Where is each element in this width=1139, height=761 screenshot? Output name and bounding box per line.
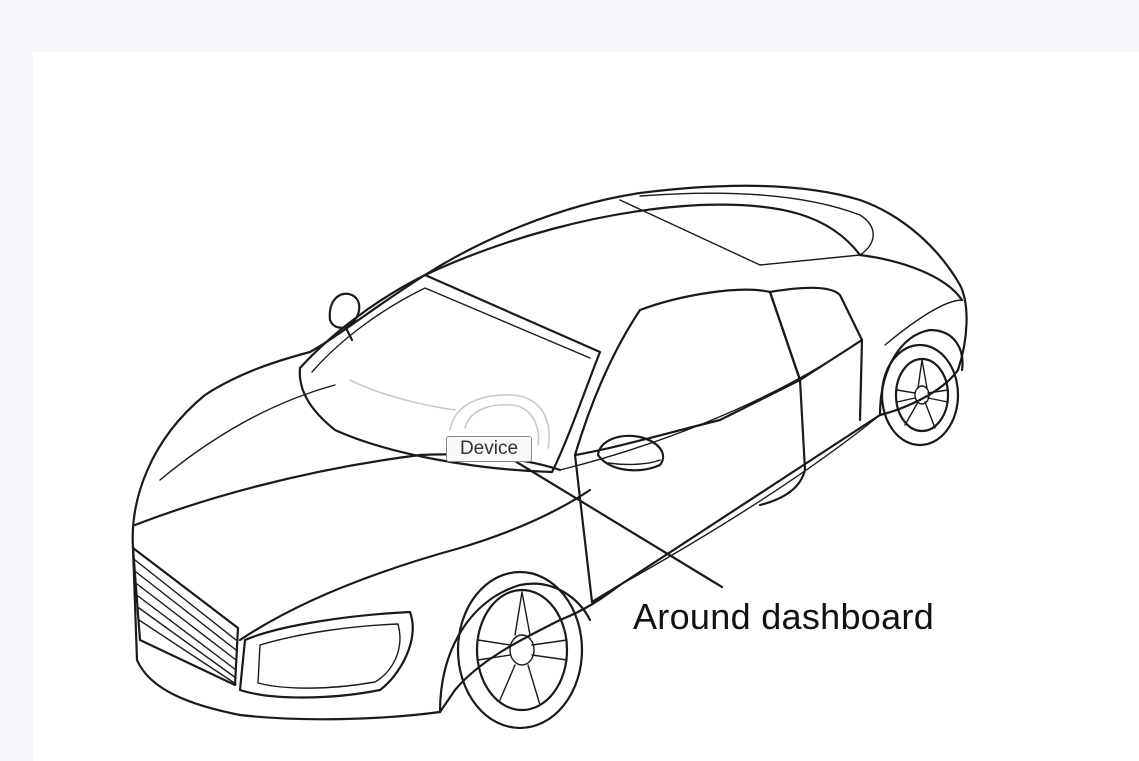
car-body-outline <box>133 186 967 719</box>
location-callout: Around dashboard <box>633 596 934 638</box>
callout-leader-line <box>505 455 722 587</box>
device-label: Device <box>446 436 532 462</box>
front-grille <box>133 548 238 685</box>
